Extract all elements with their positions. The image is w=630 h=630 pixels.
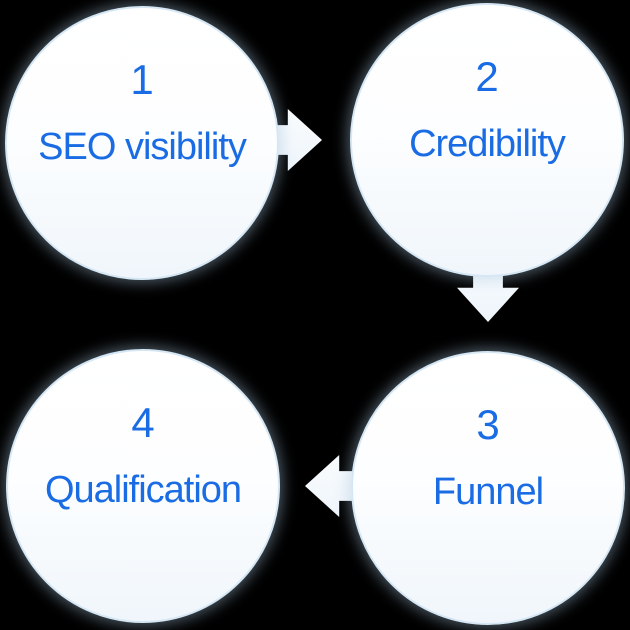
step-label: SEO visibility [38, 126, 247, 168]
step-number: 4 [131, 399, 155, 446]
step-number: 3 [476, 401, 500, 448]
step-bubble-1: 1 SEO visibility [5, 6, 279, 280]
step-label: Credibility [409, 123, 566, 165]
step-bubble-3: 3 Funnel [351, 351, 625, 625]
step-label: Qualification [44, 469, 242, 511]
step-bubble-2: 2 Credibility [350, 3, 624, 277]
step-number: 2 [475, 53, 499, 100]
step-label: Funnel [432, 471, 544, 513]
step-number: 1 [130, 56, 154, 103]
step-bubble-4: 4 Qualification [6, 349, 280, 623]
